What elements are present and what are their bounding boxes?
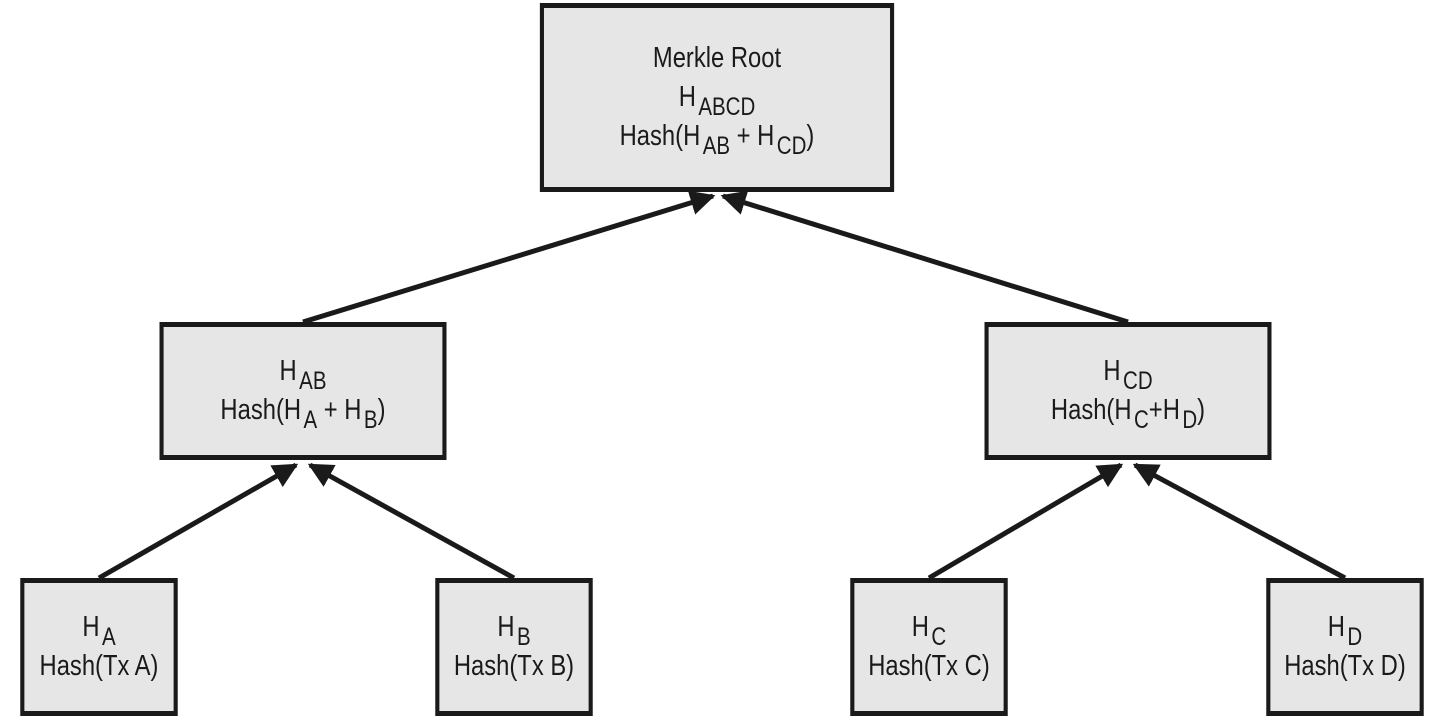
hb-hash-label: HB	[497, 611, 531, 652]
leaf-node-hd: HD Hash(Tx D)	[1266, 578, 1424, 716]
leaf-node-ha: HA Hash(Tx A)	[20, 578, 178, 716]
root-hash-formula: Hash(HAB + HCD)	[619, 119, 815, 160]
edge-c-to-cd	[927, 462, 1124, 581]
root-hash-label: HABCD	[678, 81, 756, 122]
edge-ab-to-root	[302, 190, 716, 325]
node-hcd: HCD Hash(HC+HD)	[984, 322, 1272, 460]
edge-a-to-ab	[97, 462, 299, 581]
hcd-hash-formula: Hash(HC+HD)	[1050, 394, 1206, 434]
node-hab: HAB Hash(HA + HB)	[159, 322, 447, 460]
hc-hash-label: HC	[911, 611, 947, 652]
leaf-node-hb: HB Hash(Tx B)	[435, 578, 593, 716]
hcd-hash-label: HCD	[1103, 355, 1153, 396]
edge-b-to-ab	[307, 462, 516, 581]
hc-hash-formula: Hash(Tx C)	[868, 650, 990, 682]
hd-hash-label: HD	[1327, 611, 1363, 652]
root-title: Merkle Root	[652, 42, 782, 75]
hb-hash-formula: Hash(Tx B)	[453, 650, 575, 682]
merkle-root-node: Merkle Root HABCD Hash(HAB + HCD)	[539, 3, 895, 192]
edge-cd-to-root	[720, 190, 1129, 325]
edge-d-to-cd	[1132, 462, 1347, 581]
hab-hash-formula: Hash(HA + HB)	[220, 394, 386, 434]
hd-hash-formula: Hash(Tx D)	[1284, 650, 1406, 682]
leaf-node-hc: HC Hash(Tx C)	[850, 578, 1008, 716]
hab-hash-label: HAB	[279, 355, 327, 396]
ha-hash-formula: Hash(Tx A)	[39, 650, 159, 682]
ha-hash-label: HA	[82, 611, 116, 652]
